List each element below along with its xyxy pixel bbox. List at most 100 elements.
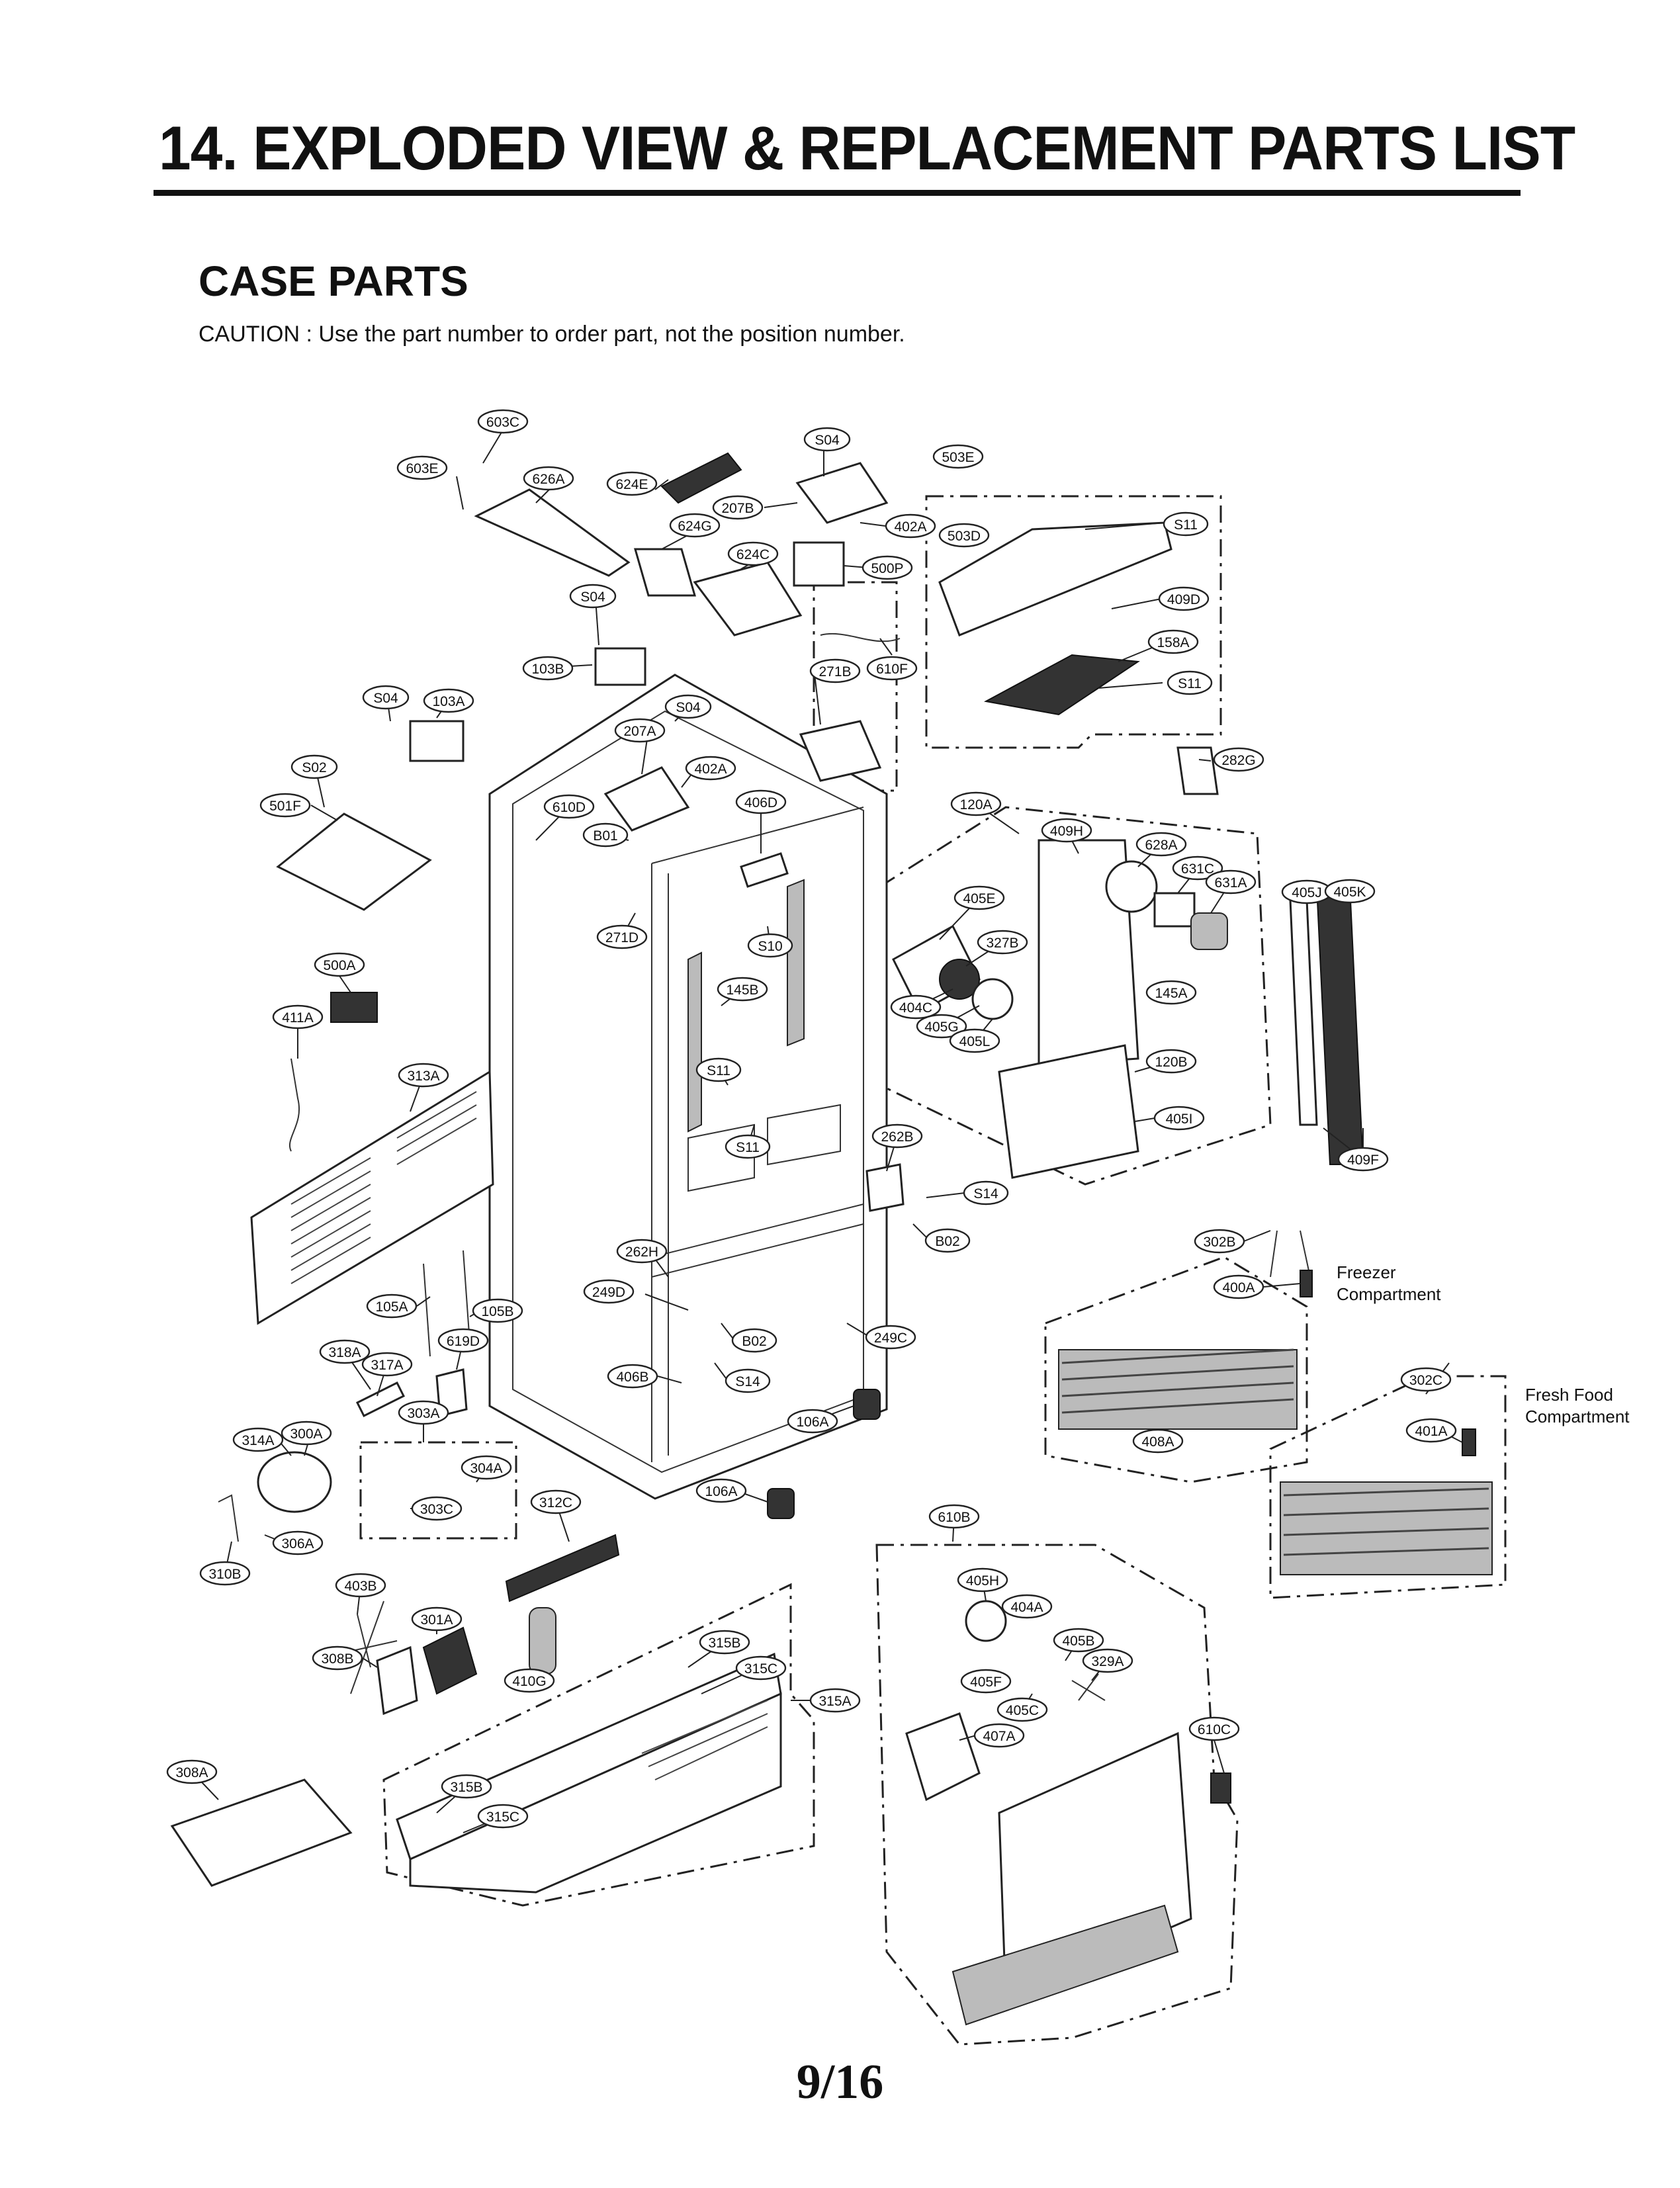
part-503D (938, 521, 1172, 636)
callout-610D: 610D (543, 794, 595, 819)
svg-text:405K: 405K (1333, 885, 1366, 900)
callout-S11-2: S11 (1167, 670, 1213, 695)
svg-text:S02: S02 (302, 760, 326, 775)
svg-text:624G: 624G (678, 519, 711, 534)
svg-text:S04: S04 (580, 590, 605, 605)
svg-text:S14: S14 (735, 1374, 760, 1389)
svg-text:619D: 619D (447, 1334, 480, 1349)
callout-624C: 624C (727, 541, 779, 566)
callout-409D: 409D (1158, 586, 1210, 611)
svg-text:282G: 282G (1221, 753, 1255, 768)
svg-text:103A: 103A (432, 694, 464, 709)
callout-207B: 207B (712, 495, 764, 520)
svg-text:302C: 302C (1409, 1373, 1442, 1388)
svg-text:271D: 271D (605, 930, 639, 945)
svg-text:318A: 318A (328, 1345, 361, 1360)
part-626A (474, 488, 631, 577)
callout-145B: 145B (717, 977, 768, 1002)
callout-405J: 405J (1281, 879, 1333, 904)
svg-text:158A: 158A (1157, 635, 1189, 650)
callout-329A: 329A (1082, 1648, 1133, 1673)
svg-text:106A: 106A (705, 1484, 737, 1499)
svg-text:631C: 631C (1181, 861, 1214, 877)
svg-text:S10: S10 (758, 939, 782, 954)
svg-text:Compartment: Compartment (1337, 1284, 1441, 1304)
callout-409F: 409F (1337, 1147, 1389, 1172)
svg-text:409F: 409F (1347, 1153, 1379, 1168)
svg-text:410G: 410G (512, 1674, 546, 1689)
svg-text:408A: 408A (1141, 1434, 1174, 1450)
callout-610B: 610B (928, 1504, 980, 1529)
part-624C (693, 561, 803, 636)
outline-freezer-evaporator (1044, 1256, 1308, 1483)
svg-text:626A: 626A (532, 472, 564, 487)
back-panel (250, 1070, 494, 1325)
svg-text:S11: S11 (736, 1140, 760, 1155)
callout-308B: 308B (312, 1645, 363, 1671)
svg-text:501F: 501F (269, 799, 301, 814)
svg-text:300A: 300A (290, 1426, 322, 1442)
svg-text:S14: S14 (973, 1186, 998, 1202)
svg-text:315A: 315A (818, 1694, 851, 1709)
callout-105B: 105B (472, 1298, 523, 1323)
part-300A-compressor (257, 1451, 332, 1513)
callout-158A: 158A (1147, 629, 1199, 654)
svg-text:314A: 314A (242, 1433, 274, 1448)
svg-text:411A: 411A (282, 1010, 314, 1026)
callout-409H: 409H (1041, 818, 1092, 843)
svg-text:405G: 405G (924, 1020, 958, 1035)
callout-313A: 313A (398, 1063, 449, 1088)
callout-407A: 407A (973, 1723, 1025, 1748)
callout-120B: 120B (1145, 1049, 1197, 1074)
parts (170, 452, 1493, 2026)
callout-120A: 120A (950, 791, 1002, 816)
part-302B (1270, 1230, 1311, 1278)
part-145B-left (687, 951, 702, 1133)
section-title: CASE PARTS (199, 257, 468, 305)
part-207B (795, 462, 889, 524)
part-411A (289, 1058, 300, 1152)
svg-text:Compartment: Compartment (1525, 1407, 1630, 1426)
part-610F (820, 633, 901, 642)
svg-text:105B: 105B (481, 1304, 513, 1319)
page-number: 9/16 (796, 2055, 884, 2109)
outline-top-right-group (925, 495, 1222, 749)
callout-271B: 271B (809, 658, 861, 683)
svg-text:407A: 407A (983, 1729, 1015, 1744)
fresh-food-compartment-label: Fresh Food Compartment (1525, 1385, 1630, 1426)
svg-text:S04: S04 (815, 433, 840, 448)
callout-106A-2: 106A (695, 1478, 747, 1503)
callout-631C: 631C (1172, 855, 1223, 881)
callout-301A: 301A (411, 1606, 463, 1632)
callout-610C: 610C (1188, 1716, 1240, 1741)
callout-207A: 207A (614, 718, 666, 743)
callout-314A: 314A (232, 1427, 284, 1452)
svg-text:313A: 313A (407, 1069, 439, 1084)
svg-text:329A: 329A (1091, 1654, 1124, 1669)
svg-text:628A: 628A (1145, 838, 1177, 853)
part-120B (998, 1044, 1139, 1179)
callout-624E: 624E (606, 471, 658, 496)
svg-text:303C: 303C (420, 1502, 453, 1517)
part-624G (634, 548, 696, 597)
callout-303C: 303C (411, 1496, 463, 1521)
svg-text:405H: 405H (966, 1573, 999, 1589)
callout-619D: 619D (437, 1328, 489, 1353)
callout-405H: 405H (957, 1567, 1008, 1593)
callout-S10: S10 (747, 933, 793, 958)
callout-318A: 318A (319, 1339, 371, 1364)
svg-text:308B: 308B (321, 1651, 353, 1667)
svg-text:610C: 610C (1198, 1722, 1231, 1737)
callout-B02: B02 (924, 1228, 971, 1253)
callout-405L: 405L (949, 1028, 1000, 1053)
part-105B (463, 1250, 470, 1344)
callout-503E: 503E (932, 444, 984, 469)
callout-S04: S04 (803, 427, 851, 452)
callout-S04-4: S04 (664, 694, 712, 719)
part-500A (330, 992, 378, 1023)
svg-text:S04: S04 (676, 700, 701, 715)
callout-404C: 404C (890, 994, 942, 1020)
callout-310B: 310B (199, 1561, 251, 1586)
part-619D (435, 1368, 468, 1417)
freezer-compartment-label: Freezer Compartment (1337, 1262, 1441, 1304)
